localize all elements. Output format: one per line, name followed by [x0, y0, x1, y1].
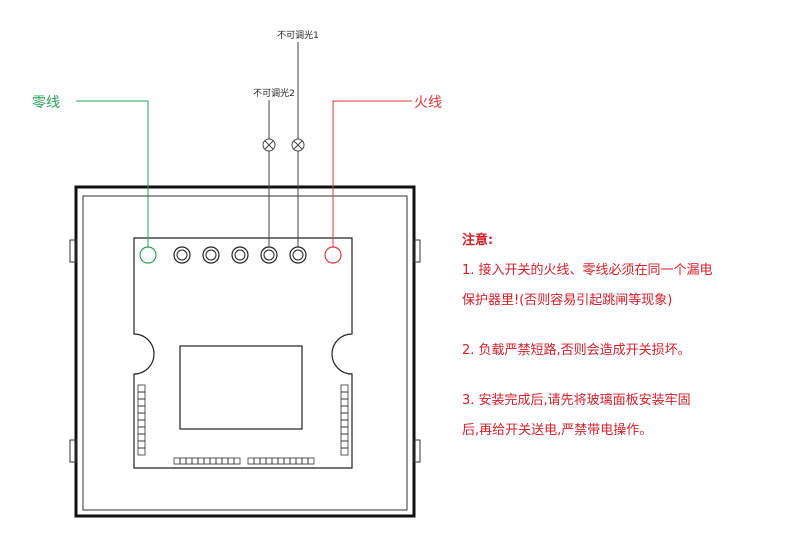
terminal-load-1 — [289, 246, 307, 264]
terminal-live — [324, 246, 342, 264]
left-tab-top — [69, 239, 77, 263]
label-live: 火线 — [414, 95, 442, 111]
note-3-line-2: 后,再给开关送电,严禁带电操作。 — [462, 423, 653, 438]
lamp-icon — [291, 138, 305, 152]
pcb-right-pin-header — [340, 384, 349, 456]
note-3-line-1: 3. 安装完成后,请先将玻璃面板安装牢固 — [462, 393, 691, 408]
neutral-wire — [76, 100, 149, 247]
terminal-neutral — [139, 246, 157, 264]
pcb-bottom-pin-header — [173, 457, 315, 465]
pcb-left-pin-header — [137, 384, 146, 456]
label-neutral: 零线 — [32, 95, 60, 111]
notes-title: 注意: — [462, 233, 494, 248]
terminal-load-2 — [260, 246, 278, 264]
switch-outer-frame — [74, 185, 416, 518]
pcb-outline — [133, 237, 353, 469]
right-tab-bottom — [413, 439, 421, 463]
terminal — [202, 246, 220, 264]
left-tab-bottom — [69, 439, 77, 463]
lamp-icon — [262, 138, 276, 152]
terminal — [231, 246, 249, 264]
label-no-dim-1: 不可调光1 — [277, 29, 319, 41]
note-1-line-2: 保护器里!(否则容易引起跳闸等现象) — [462, 293, 673, 308]
right-tab-top — [413, 239, 421, 263]
terminal — [173, 246, 191, 264]
note-1-line-1: 1. 接入开关的火线、零线必须在同一个漏电 — [462, 263, 713, 278]
notes-panel: 注意: 1. 接入开关的火线、零线必须在同一个漏电 保护器里!(否则容易引起跳闸… — [462, 226, 792, 446]
switch-inner-frame — [82, 195, 408, 511]
label-no-dim-2: 不可调光2 — [253, 87, 295, 99]
live-wire — [332, 100, 412, 247]
pcb-center-module — [179, 345, 303, 430]
note-2: 2. 负载严禁短路,否则会造成开关损坏。 — [462, 343, 691, 358]
